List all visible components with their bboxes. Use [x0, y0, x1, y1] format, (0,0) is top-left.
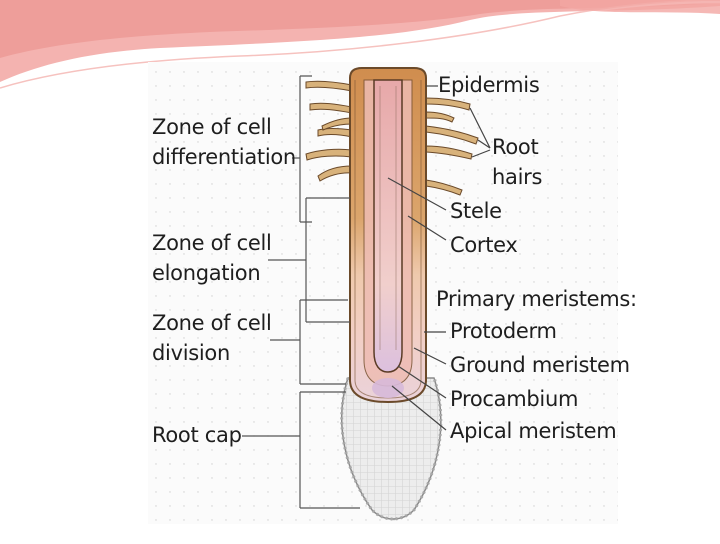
- root-hairs-right: [425, 97, 479, 196]
- label-epidermis: Epidermis: [438, 73, 540, 97]
- label-zone-division-line1: Zone of cell: [152, 311, 272, 335]
- stele-inner-lines: [379, 86, 397, 350]
- label-apical-meristem: Apical meristem: [450, 419, 617, 443]
- right-leader-lines: [387, 85, 491, 431]
- apical-meristem-region: [372, 378, 404, 398]
- label-zone-differentiation-line2: differentiation: [152, 145, 296, 169]
- label-ground-meristem: Ground meristem: [450, 353, 630, 377]
- label-protoderm: Protoderm: [450, 319, 557, 343]
- label-root-cap: Root cap: [152, 423, 242, 447]
- stele-core: [373, 79, 403, 373]
- left-brackets: [242, 75, 360, 509]
- label-procambium: Procambium: [450, 387, 579, 411]
- root-cap-edge: [340, 377, 443, 521]
- label-zone-elongation-line1: Zone of cell: [152, 231, 272, 255]
- label-root-hairs-line1: Root: [492, 135, 539, 159]
- label-primary-meristems: Primary meristems:: [436, 287, 637, 311]
- label-zone-division-line2: division: [152, 341, 230, 365]
- label-zone-elongation-line2: elongation: [152, 261, 261, 285]
- label-stele: Stele: [450, 199, 502, 223]
- root-hairs-left: [305, 80, 353, 182]
- banner: [0, 0, 720, 89]
- label-zone-differentiation-line1: Zone of cell: [152, 115, 272, 139]
- label-cortex: Cortex: [450, 233, 518, 257]
- label-root-hairs-line2: hairs: [492, 165, 543, 189]
